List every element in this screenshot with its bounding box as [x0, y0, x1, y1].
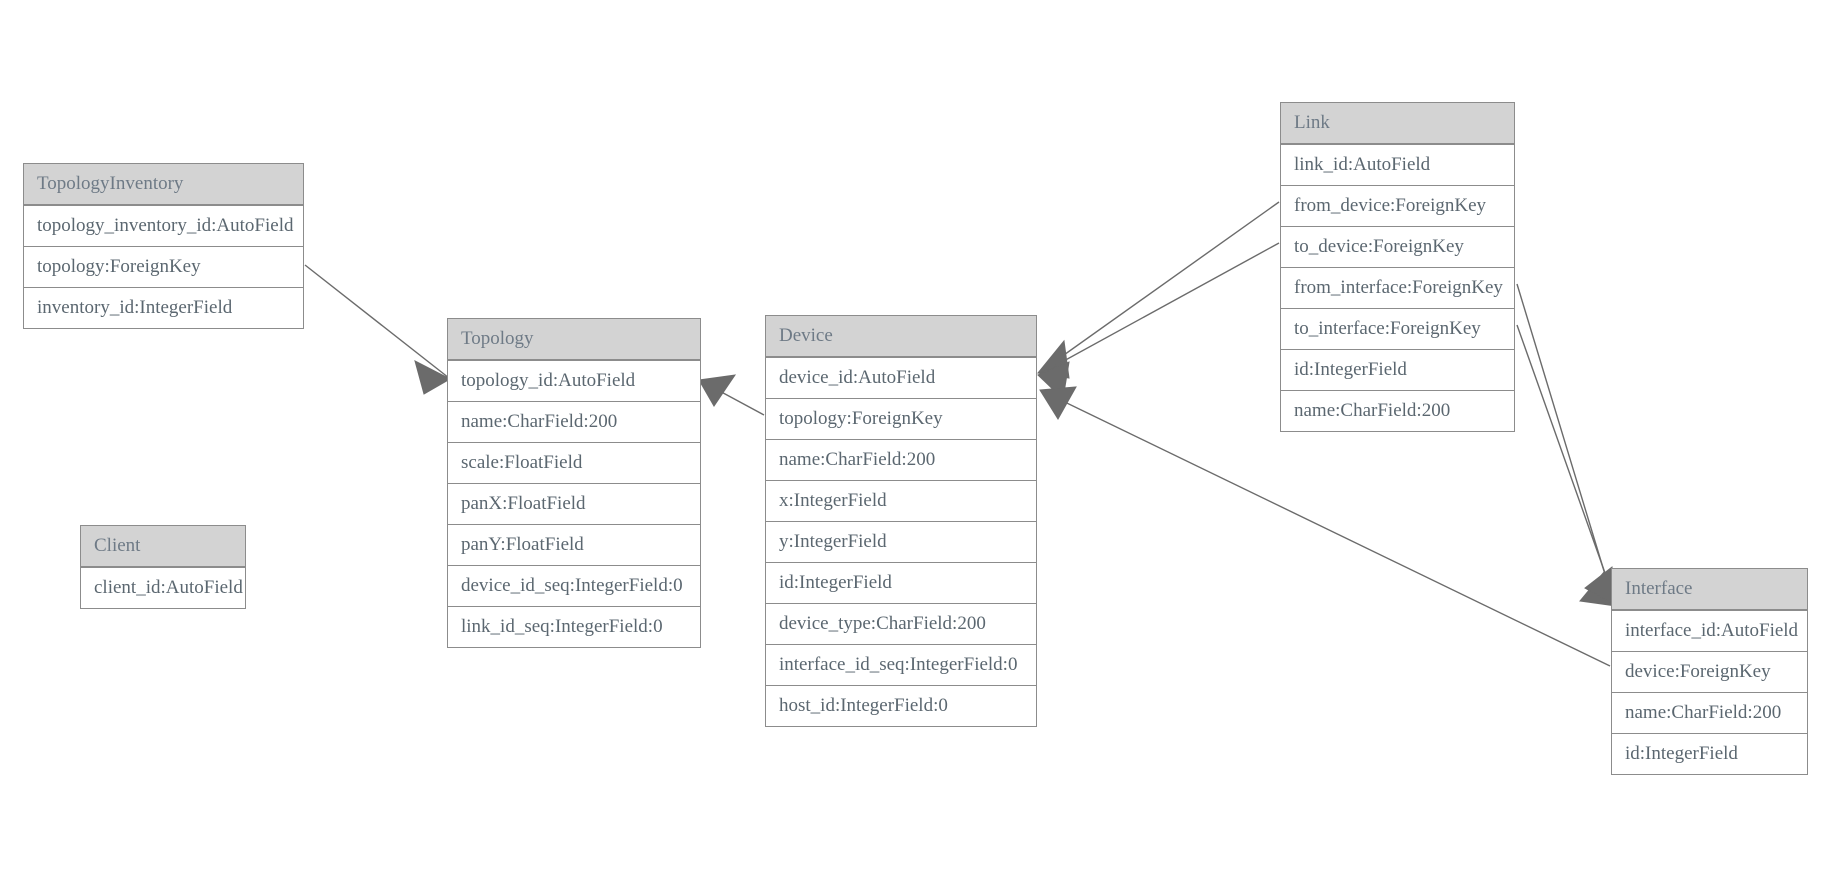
entity-title-interface: Interface: [1612, 569, 1807, 610]
entity-field: device_id:AutoField: [766, 357, 1036, 398]
entity-field: y:IntegerField: [766, 521, 1036, 562]
entity-field: interface_id:AutoField: [1612, 610, 1807, 651]
entity-field: id:IntegerField: [1281, 349, 1514, 390]
relation-link-to-device: [1037, 242, 1280, 401]
entity-field: scale:FloatField: [448, 442, 700, 483]
entity-field: link_id:AutoField: [1281, 144, 1514, 185]
entity-field: x:IntegerField: [766, 480, 1036, 521]
entity-field: name:CharField:200: [1281, 390, 1514, 431]
entity-field: id:IntegerField: [766, 562, 1036, 603]
entity-field: from_device:ForeignKey: [1281, 185, 1514, 226]
entity-title-link: Link: [1281, 103, 1514, 144]
relation-device-topology: [698, 374, 765, 416]
entity-field: topology:ForeignKey: [766, 398, 1036, 439]
relation-link-from-interface: [1516, 283, 1617, 607]
entity-field: from_interface:ForeignKey: [1281, 267, 1514, 308]
relation-topologyinventory-topology: [304, 264, 452, 395]
entity-field: name:CharField:200: [1612, 692, 1807, 733]
entity-field: name:CharField:200: [448, 401, 700, 442]
entity-field: panX:FloatField: [448, 483, 700, 524]
entity-field: to_device:ForeignKey: [1281, 226, 1514, 267]
entity-title-client: Client: [81, 526, 245, 567]
entity-field: topology_inventory_id:AutoField: [24, 205, 303, 246]
entity-field: interface_id_seq:IntegerField:0: [766, 644, 1036, 685]
relation-link-from-device: [1037, 201, 1280, 379]
entity-field: device:ForeignKey: [1612, 651, 1807, 692]
entity-title-device: Device: [766, 316, 1036, 357]
entity-field: name:CharField:200: [766, 439, 1036, 480]
relation-link-to-interface: [1516, 324, 1618, 607]
entity-title-topologyinventory: TopologyInventory: [24, 164, 303, 205]
entity-field: panY:FloatField: [448, 524, 700, 565]
entity-field: id:IntegerField: [1612, 733, 1807, 774]
entity-title-topology: Topology: [448, 319, 700, 360]
entity-field: topology:ForeignKey: [24, 246, 303, 287]
entity-field: to_interface:ForeignKey: [1281, 308, 1514, 349]
entity-field: device_type:CharField:200: [766, 603, 1036, 644]
entity-field: topology_id:AutoField: [448, 360, 700, 401]
entity-field: inventory_id:IntegerField: [24, 287, 303, 328]
entity-field: device_id_seq:IntegerField:0: [448, 565, 700, 606]
entity-field: client_id:AutoField: [81, 567, 245, 608]
entity-field: link_id_seq:IntegerField:0: [448, 606, 700, 647]
entity-field: host_id:IntegerField:0: [766, 685, 1036, 726]
